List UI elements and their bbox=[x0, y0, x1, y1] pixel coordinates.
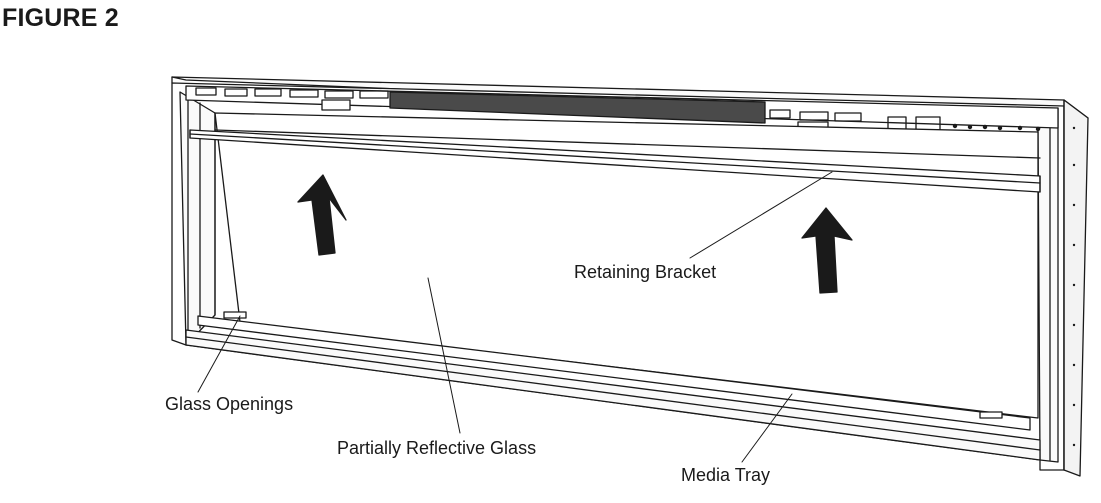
glass-opening-slots bbox=[223, 311, 1003, 419]
media-tray-label: Media Tray bbox=[681, 465, 771, 485]
glass-panel bbox=[214, 112, 1041, 419]
figure-title: FIGURE 2 bbox=[2, 4, 119, 32]
retaining-bracket bbox=[189, 129, 1041, 193]
leader-retaining-bracket bbox=[689, 171, 833, 259]
media-tray bbox=[185, 315, 1041, 461]
leader-media-tray bbox=[741, 393, 793, 463]
leader-partially-reflective-glass bbox=[427, 277, 461, 434]
arrow-up-icon-left bbox=[297, 174, 347, 256]
inner-walls bbox=[179, 91, 1059, 463]
leader-glass-openings bbox=[197, 315, 241, 393]
control-strip bbox=[185, 85, 1059, 177]
partially-reflective-glass-label: Partially Reflective Glass bbox=[337, 438, 537, 458]
retaining-bracket-label: Retaining Bracket bbox=[574, 262, 717, 282]
arrow-up-icon-right bbox=[801, 207, 853, 294]
glass-openings-label: Glass Openings bbox=[165, 394, 294, 414]
